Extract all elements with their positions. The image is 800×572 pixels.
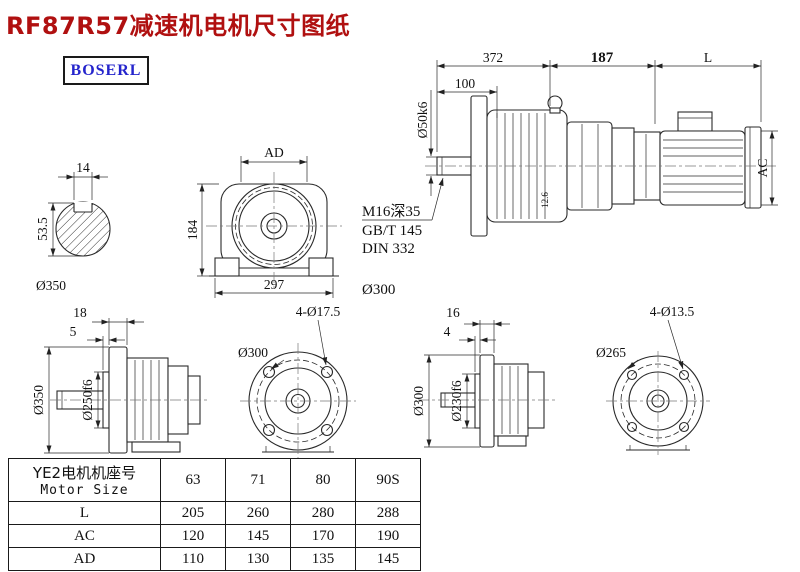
row-label: L [8,501,161,525]
reducer-front-view: AD 184 297 [185,145,342,298]
dim-184: 184 [185,220,200,241]
dim-holes-17-5: 4-Ø17.5 [296,304,341,319]
row-label: AC [8,524,161,548]
terminal-box [677,111,713,132]
dim-53-5: 53.5 [35,217,50,241]
table-cell: 120 [160,524,226,548]
dim-5: 5 [70,324,77,339]
bolt-hole [262,423,276,437]
fan-cowl [744,126,762,209]
assembly-side-view: 372 187 L 100 Ø50k6 AC 12.6 [415,50,778,237]
motor-size-table: YE2电机机座号 Motor Size 63 71 80 90S L 205 2… [8,458,421,571]
table-cell: 145 [355,547,421,571]
dim-dia300-face: Ø300 [238,345,268,360]
flange-face-view-left: Ø300 4-Ø17.5 [238,304,356,459]
dim-100: 100 [455,76,476,91]
table-cell: 135 [290,547,356,571]
dim-dia300-od: Ø300 [411,386,426,416]
table-cell: 190 [355,524,421,548]
table-header-cell: YE2电机机座号 Motor Size [8,458,161,502]
dim-372: 372 [483,50,503,65]
bolt-hole [262,365,276,379]
flange-side-view-left: 18 5 Ø350 Ø250f6 [31,305,208,454]
page-title: RF87R57减速机电机尺寸图纸 [6,12,351,40]
dim-16: 16 [446,305,460,320]
dim-AC: AC [755,159,770,178]
table-header-cn: YE2电机机座号 [32,464,137,482]
dim-297: 297 [264,277,285,292]
dim-holes-13-5: 4-Ø13.5 [650,304,695,319]
table-cell: 288 [355,501,421,525]
shaft-section-view: 14 53.5 Ø350 [35,160,111,293]
dim-dia250f6: Ø250f6 [80,379,95,420]
flange-face-view-right: Ø265 4-Ø13.5 [596,304,710,455]
motor-size-71: 71 [225,458,291,502]
dim-dia265: Ø265 [596,345,626,360]
dim-dia350: Ø350 [31,385,46,415]
note-dia300: Ø300 [362,282,395,298]
row-label: AD [8,547,161,571]
dim-AD: AD [264,145,284,160]
table-cell: 145 [225,524,291,548]
dim-dia230f6: Ø230f6 [449,380,464,421]
bolt-hole [320,423,334,437]
motor-size-90s: 90S [355,458,421,502]
table-cell: 110 [160,547,226,571]
bolt-hole [320,365,334,379]
table-row-L: L 205 260 280 288 [8,501,421,525]
table-cell: 170 [290,524,356,548]
dim-dia350-label: Ø350 [36,278,66,293]
dim-L: L [704,50,712,65]
note-gbt145: GB/T 145 [362,223,422,239]
table-cell: 130 [225,547,291,571]
note-din332: DIN 332 [362,241,415,257]
boserl-logo: BOSERL [63,56,149,85]
bolt-hole [678,369,690,381]
bolt-hole [678,421,690,433]
motor-size-80: 80 [290,458,356,502]
thread-notes: M16深35 GB/T 145 DIN 332 Ø300 [362,177,444,298]
table-cell: 280 [290,501,356,525]
dim-4: 4 [444,324,451,339]
flange-side-view-right: 16 4 Ø300 Ø230f6 [411,305,558,448]
table-row-AD: AD 110 130 135 145 [8,547,421,571]
bolt-hole [626,369,638,381]
table-cell: 260 [225,501,291,525]
dim-12-6: 12.6 [540,192,550,208]
dim-14: 14 [76,160,90,175]
table-header-en: Motor Size [40,483,129,498]
note-tap-m16: M16深35 [362,203,420,220]
motor-size-63: 63 [160,458,226,502]
motor-body [659,130,746,206]
table-row-AC: AC 120 145 170 190 [8,524,421,548]
dim-187: 187 [591,50,614,66]
table-cell: 205 [160,501,226,525]
dim-18: 18 [73,305,87,320]
dim-shaft-dia: Ø50k6 [415,101,430,138]
bolt-hole [626,421,638,433]
